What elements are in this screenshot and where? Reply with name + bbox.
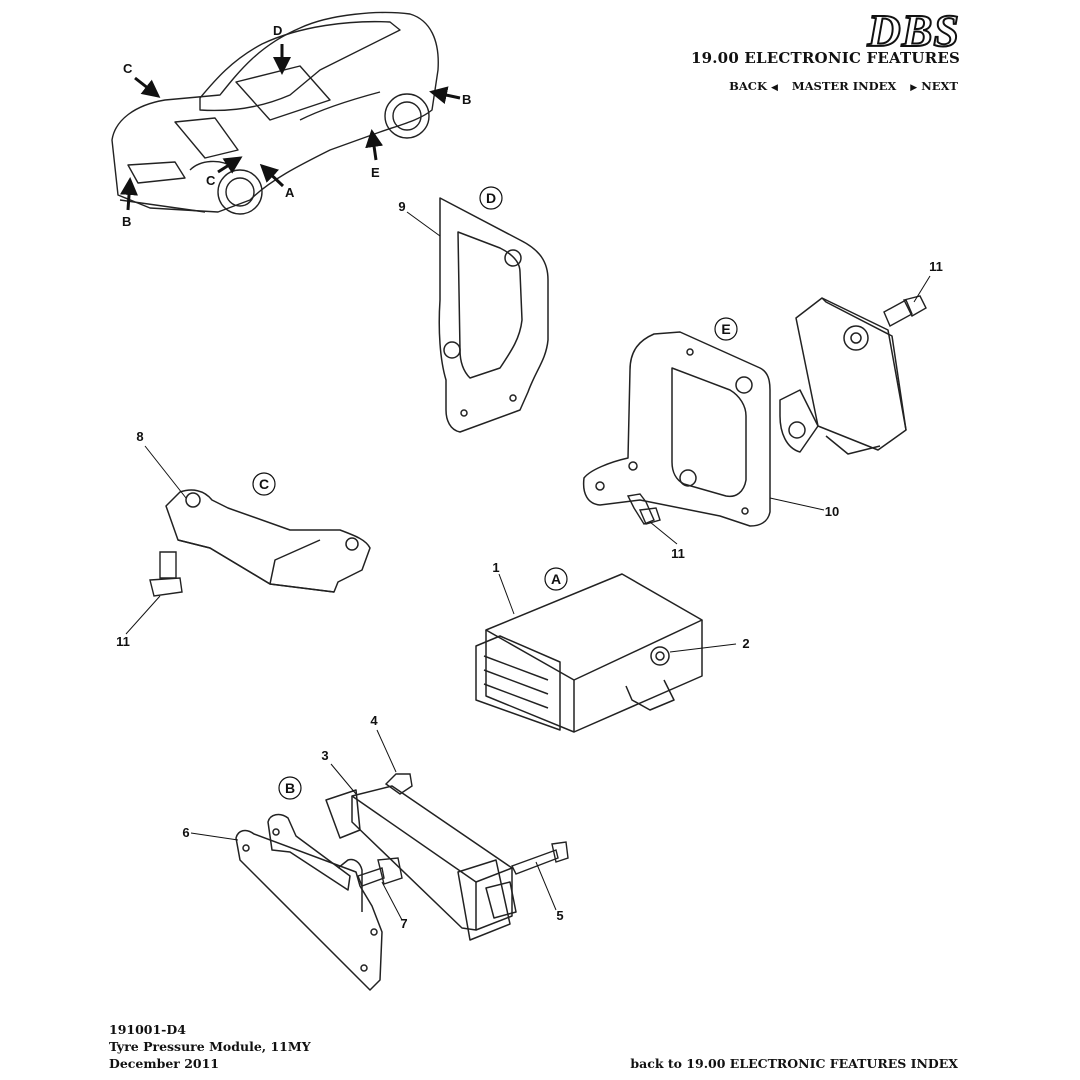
part-label-4: 4 — [370, 713, 378, 728]
tyre-pressure-sensor-3 — [325, 785, 517, 941]
bolt-11-right — [883, 295, 927, 327]
bolt-7 — [357, 857, 403, 887]
next-link-label: NEXT — [921, 79, 958, 93]
car-overview-illustration — [111, 11, 439, 215]
part-label-3: 3 — [321, 748, 328, 763]
car-callout-b-right: B — [462, 92, 471, 107]
location-arrows — [120, 44, 461, 211]
car-callout-e: E — [371, 165, 380, 180]
part-label-8: 8 — [136, 429, 143, 444]
part-label-11-top-right: 11 — [929, 259, 943, 274]
drawing-description: Tyre Pressure Module, 11MY — [109, 1039, 311, 1054]
part-label-1: 1 — [492, 560, 499, 575]
part-label-5: 5 — [556, 908, 563, 923]
bolt-11-middle — [626, 493, 661, 525]
drawing-date: December 2011 — [109, 1056, 220, 1071]
navigation-bar: BACK ◀ MASTER INDEX ▶ NEXT — [729, 79, 958, 93]
bracket-10 — [582, 331, 771, 527]
master-index-link[interactable]: MASTER INDEX — [791, 79, 897, 93]
bolt-5 — [511, 841, 569, 875]
part-label-10: 10 — [825, 504, 839, 519]
section-title: 19.00 ELECTRONIC FEATURES — [690, 49, 960, 67]
drawing-number: 191001-D4 — [109, 1022, 186, 1037]
back-to-index-link[interactable]: back to 19.00 ELECTRONIC FEATURES INDEX — [630, 1056, 958, 1071]
callout-c: C — [259, 476, 269, 492]
bolt-4 — [384, 773, 413, 795]
bolt-11-left — [149, 551, 183, 597]
next-link[interactable]: ▶ NEXT — [910, 79, 958, 93]
bracket-9 — [438, 197, 549, 433]
circled-callouts: D E C A B — [252, 186, 738, 800]
car-callout-b-bottom: B — [122, 214, 131, 229]
part-label-2: 2 — [742, 636, 749, 651]
callout-d: D — [486, 190, 496, 206]
car-callout-d: D — [273, 23, 282, 38]
car-callout-letters: D C B A C B E — [122, 23, 471, 229]
leader-lines — [125, 211, 931, 921]
car-callout-a: A — [285, 185, 295, 200]
car-callout-c-bottom: C — [206, 173, 216, 188]
drawing-info: 191001-D4 Tyre Pressure Module, 11MY Dec… — [109, 1021, 311, 1072]
part-label-11-middle: 11 — [671, 546, 685, 561]
callout-e: E — [721, 321, 730, 337]
sensor-8 — [165, 489, 371, 593]
dbs-logo: DBS — [867, 4, 960, 57]
triangle-left-icon: ◀ — [770, 83, 778, 93]
part-label-11-left: 11 — [116, 634, 130, 649]
bracket-6 — [235, 813, 383, 991]
callout-b: B — [285, 780, 295, 796]
tyre-pressure-sensor-module-e — [779, 297, 907, 455]
triangle-right-icon: ▶ — [910, 83, 918, 93]
back-link-label: BACK — [729, 79, 767, 93]
back-link[interactable]: BACK ◀ — [729, 79, 778, 93]
part-number-labels: 9 11 8 10 11 1 11 2 4 3 6 5 7 — [116, 199, 943, 931]
callout-a: A — [551, 571, 561, 587]
part-label-7: 7 — [400, 916, 407, 931]
part-label-9: 9 — [398, 199, 405, 214]
car-callout-c-top: C — [123, 61, 133, 76]
tyre-pressure-module-1 — [475, 573, 703, 733]
part-label-6: 6 — [182, 825, 189, 840]
